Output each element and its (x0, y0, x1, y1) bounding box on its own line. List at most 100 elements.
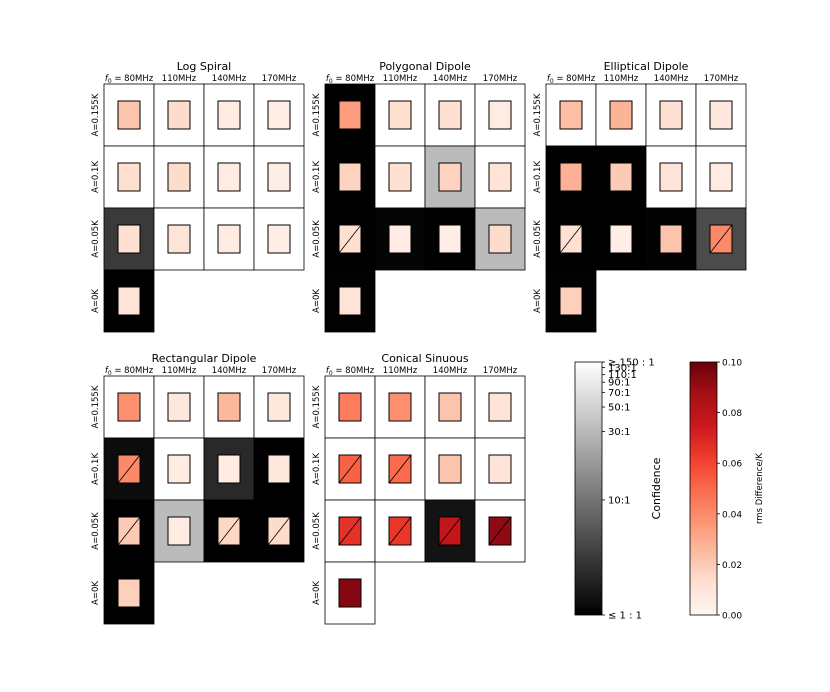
confidence-cell (324, 83, 376, 147)
rms-cell (217, 454, 241, 484)
colorbar-tick-label: 0.08 (722, 409, 742, 419)
column-header: 170MHz (483, 366, 518, 376)
row-label: A=0.1K (312, 161, 322, 193)
row-label: A=0.155K (533, 93, 543, 136)
rms-cell (267, 224, 291, 254)
colorbar-tick-label: 30:1 (608, 427, 630, 438)
rms-cell (338, 162, 362, 192)
rms-cell (438, 392, 462, 422)
flag-diagonal (438, 516, 462, 546)
colorbar-tick-label: 0.02 (722, 561, 742, 571)
flag-diagonal (388, 516, 412, 546)
column-header: f0 = 80MHz (547, 74, 596, 85)
rms-cell (559, 286, 583, 316)
rms-cell (338, 578, 362, 608)
rms-cell (388, 392, 412, 422)
row-label: A=0.05K (91, 512, 101, 550)
row-label: A=0.05K (312, 512, 322, 550)
column-header: 170MHz (483, 74, 518, 84)
row-label: A=0K (91, 581, 101, 605)
row-label: A=0K (91, 289, 101, 313)
rms-cell (117, 224, 141, 254)
rms-cell (488, 392, 512, 422)
colorbar-label: rms Difference/K (755, 453, 765, 524)
row-label: A=0K (312, 289, 322, 313)
rms-cell (167, 224, 191, 254)
rms-cell (167, 454, 191, 484)
column-header: 140MHz (433, 366, 468, 376)
panel-title: Elliptical Dipole (604, 60, 689, 73)
column-header: 140MHz (212, 74, 247, 84)
colorbar-tick-label: 10:1 (608, 495, 630, 506)
panel-title: Log Spiral (177, 60, 231, 73)
colorbar-gradient (574, 361, 603, 616)
row-label: A=0.155K (91, 385, 101, 428)
rms-cell (267, 454, 291, 484)
colorbar-tick-label: 50:1 (608, 403, 630, 414)
rms-cell (659, 162, 683, 192)
rms-cell (488, 162, 512, 192)
rms-cell (117, 578, 141, 608)
flag-diagonal (388, 454, 412, 484)
flag-diagonal (338, 224, 362, 254)
rms-cell (167, 516, 191, 546)
rms-cell (659, 100, 683, 130)
colorbar-tick-label: 0.10 (722, 359, 742, 369)
confidence-cell (374, 499, 426, 563)
rms-cell (388, 224, 412, 254)
rms-cell (659, 224, 683, 254)
column-header: 110MHz (383, 366, 418, 376)
rms-cell (217, 392, 241, 422)
rms-cell (338, 100, 362, 130)
rms-cell (388, 100, 412, 130)
rms-cell (488, 454, 512, 484)
column-header: f0 = 80MHz (326, 74, 375, 85)
rms-cell (117, 100, 141, 130)
colorbar-gradient (689, 361, 718, 616)
flag-diagonal (117, 454, 141, 484)
row-label: A=0K (533, 289, 543, 313)
rms-cell (338, 286, 362, 316)
rms-cell (267, 100, 291, 130)
row-label: A=0.155K (91, 93, 101, 136)
row-label: A=0.1K (312, 453, 322, 485)
rms-cell (117, 286, 141, 316)
rms-cell (117, 162, 141, 192)
colorbar-tick-label: 90:1 (608, 378, 630, 389)
flag-diagonal (117, 516, 141, 546)
rms-cell (267, 162, 291, 192)
colorbar-tick-label: 0.06 (722, 460, 742, 470)
rms-cell (609, 100, 633, 130)
column-header: 170MHz (262, 366, 297, 376)
column-header: 170MHz (262, 74, 297, 84)
flag-diagonal (488, 516, 512, 546)
colorbar-tick-label: 0.00 (722, 612, 742, 622)
rms-cell (217, 224, 241, 254)
flag-diagonal (217, 516, 241, 546)
column-header: 110MHz (162, 366, 197, 376)
rms-cell (709, 100, 733, 130)
rms-cell (338, 392, 362, 422)
column-header: 110MHz (162, 74, 197, 84)
rms-cell (488, 224, 512, 254)
colorbar-tick-label: ≤ 1 : 1 (608, 611, 642, 622)
column-header: 170MHz (704, 74, 739, 84)
rms-cell (167, 162, 191, 192)
confidence-cell (324, 207, 376, 271)
row-label: A=0.1K (533, 161, 543, 193)
row-label: A=0.155K (312, 93, 322, 136)
panel-title: Conical Sinuous (381, 352, 468, 365)
rms-cell (559, 100, 583, 130)
row-label: A=0K (312, 581, 322, 605)
confidence-cell (103, 499, 155, 563)
rms-cell (609, 162, 633, 192)
rms-cell (167, 392, 191, 422)
rms-cell (117, 392, 141, 422)
rms-cell (438, 100, 462, 130)
row-label: A=0.05K (312, 220, 322, 258)
